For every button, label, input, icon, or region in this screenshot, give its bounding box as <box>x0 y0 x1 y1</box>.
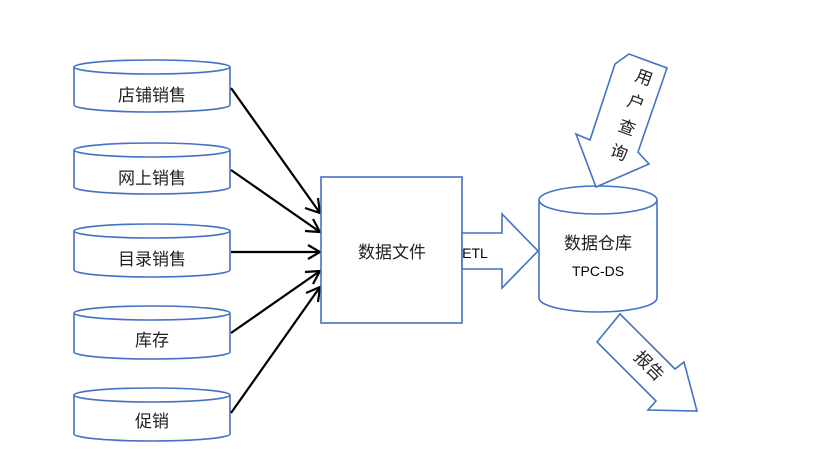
source-label: 店铺销售 <box>118 86 186 106</box>
user-query-char: 查 <box>615 116 638 141</box>
etl-label: ETL <box>462 245 488 261</box>
data-files-box: 数据文件 <box>320 176 463 324</box>
source-online-sales: 网上销售 <box>73 142 231 195</box>
connector-arrow <box>230 169 322 234</box>
source-inventory: 库存 <box>73 305 231 360</box>
user-query-char: 户 <box>624 91 647 116</box>
connector-arrow <box>230 269 322 334</box>
user-query-arrow: 用 户 查 询 <box>574 53 669 189</box>
source-label: 网上销售 <box>118 169 186 189</box>
source-label: 库存 <box>135 331 169 351</box>
source-catalog-sales: 目录销售 <box>73 223 231 278</box>
source-store-sales: 店铺销售 <box>73 59 231 113</box>
etl-arrow: ETL <box>461 212 540 290</box>
warehouse-sublabel: TPC-DS <box>572 263 624 279</box>
user-query-char: 用 <box>632 66 655 91</box>
connector-arrow <box>230 87 322 215</box>
connector-arrow <box>230 285 322 414</box>
data-warehouse: 数据仓库 TPC-DS <box>538 185 658 313</box>
report-arrow: 报告 <box>595 312 699 412</box>
source-label: 目录销售 <box>118 250 186 270</box>
connector-arrow <box>231 244 323 260</box>
source-promotion: 促销 <box>73 387 231 442</box>
warehouse-label: 数据仓库 <box>564 234 632 254</box>
source-label: 促销 <box>135 412 169 432</box>
user-query-char: 询 <box>607 141 630 166</box>
data-files-label: 数据文件 <box>358 243 426 263</box>
